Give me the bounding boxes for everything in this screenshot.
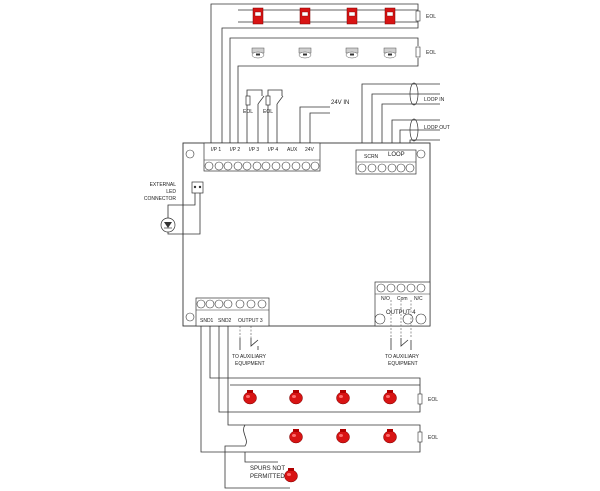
loop-in-label: LOOP IN <box>424 97 445 103</box>
sounder-icon <box>383 428 397 444</box>
com-label: Com <box>397 296 408 302</box>
output3-label: OUTPUT 3 <box>238 318 263 324</box>
ip4-label: I/P 4 <box>268 147 278 153</box>
sounder-icon <box>336 389 350 405</box>
to-aux-label-2: EQUIPMENT <box>388 361 418 367</box>
call-point-icon <box>252 7 264 25</box>
eol-label: EOL <box>426 50 436 56</box>
eol-label: EOL <box>263 109 273 115</box>
eol-resistor-icon <box>415 46 421 58</box>
loop-out-label: LOOP OUT <box>424 125 450 131</box>
mounting-hole-icon <box>185 149 195 159</box>
input-terminal-block: I/P 1 I/P 2 I/P 3 I/P 4 AUX 24V <box>203 142 321 172</box>
sounder-icon <box>284 467 298 483</box>
call-point-icon <box>384 7 396 25</box>
24v-label: 24V <box>305 147 315 153</box>
sounder-icon <box>289 428 303 444</box>
to-aux-label-1: TO AUXILIARY <box>232 354 267 360</box>
detector-icon <box>251 47 265 59</box>
mounting-hole-icon <box>185 312 195 322</box>
sounder-chain-1: EOL <box>209 326 438 413</box>
spur-example: SPURS NOT PERMITTED <box>224 424 298 489</box>
call-point-icon <box>299 7 311 25</box>
sounder-chain-2: EOL <box>200 326 438 453</box>
mounting-hole-icon <box>416 149 426 159</box>
eol-label: EOL <box>243 109 253 115</box>
eol-label: EOL <box>428 435 438 441</box>
eol-resistor-icon <box>417 393 423 405</box>
manual-call-point-chain: EOL <box>210 3 436 143</box>
sounder-icon <box>336 428 350 444</box>
permitted-label: PERMITTED <box>250 474 285 480</box>
spurs-not-label: SPURS NOT <box>250 466 285 472</box>
eol-resistor-icon <box>265 95 271 106</box>
ip3-label: I/P 3 <box>249 147 259 153</box>
aux-label: AUX <box>287 147 298 153</box>
sounder-icon <box>383 389 397 405</box>
aux-outputs: TO AUXILIARY EQUIPMENT TO AUXILIARY EQUI… <box>232 300 420 367</box>
to-aux-label-2: EQUIPMENT <box>235 361 265 367</box>
input-switches: EOL EOL <box>243 89 284 143</box>
detector-icon <box>298 47 312 59</box>
call-point-icon <box>346 7 358 25</box>
ip2-label: I/P 2 <box>230 147 240 153</box>
24v-in-label: 24V IN <box>331 100 349 106</box>
screen-label: SCRN <box>364 154 379 160</box>
ext-led-label-3: CONNECTOR <box>144 196 177 202</box>
eol-resistor-icon <box>417 431 423 443</box>
output4-terminal-block: N/O Com N/C OUTPUT 4 <box>374 281 431 327</box>
detector-icon <box>345 47 359 59</box>
output4-label: OUTPUT 4 <box>386 310 416 316</box>
eol-resistor-icon <box>415 10 421 22</box>
eol-resistor-icon <box>245 95 251 106</box>
eol-label: EOL <box>428 397 438 403</box>
to-aux-label-1: TO AUXILIARY <box>385 354 420 360</box>
sounder-icon <box>289 389 303 405</box>
eol-label: EOL <box>426 14 436 20</box>
sounder-terminal-block: SND1 SND2 OUTPUT 3 <box>195 297 270 327</box>
ext-led-label-1: EXTERNAL <box>150 182 177 188</box>
detector-icon <box>383 47 397 59</box>
loop-label: LOOP <box>388 152 405 158</box>
snd2-label: SND2 <box>218 318 232 324</box>
ip1-label: I/P 1 <box>211 147 221 153</box>
loop-terminal-block: SCRN LOOP <box>355 149 417 175</box>
detector-chain: EOL <box>229 37 436 143</box>
power-input: 24V IN <box>299 100 349 143</box>
sounder-icon <box>243 389 257 405</box>
snd1-label: SND1 <box>200 318 214 324</box>
loop-wiring: LOOP IN LOOP OUT <box>361 82 450 150</box>
ext-led-label-2: LED <box>166 189 176 195</box>
nc-label: N/C <box>414 296 423 302</box>
external-led-connector: EXTERNAL LED CONNECTOR <box>144 181 204 235</box>
no-label: N/O <box>381 296 390 302</box>
